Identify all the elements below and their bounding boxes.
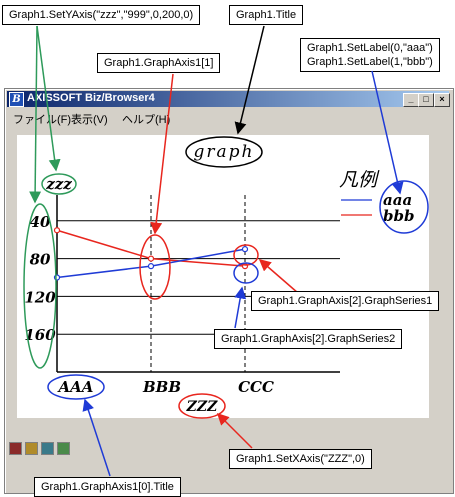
series-point — [241, 246, 249, 253]
status-icon-1[interactable] — [9, 442, 22, 455]
menu-bar: ファイル(F) 表示(V) ヘルプ(H) — [7, 109, 449, 126]
callout-title: Graph1.Title — [229, 5, 304, 25]
legend-highlight — [379, 180, 429, 234]
y-tick-labels-highlight — [23, 203, 57, 369]
x-axis-title: ZZZ — [186, 399, 218, 415]
x-category-label: CCC — [238, 378, 274, 396]
arrow-axis1-0-title — [82, 398, 111, 477]
status-icon-2[interactable] — [25, 442, 38, 455]
legend-title: 凡例 — [339, 169, 380, 191]
callout-set-label-1: Graph1.SetLabel(1,"bbb") — [307, 56, 433, 68]
series2-point-highlight — [233, 262, 259, 284]
graph-title: graph — [194, 142, 255, 162]
arrow-set-label — [371, 70, 404, 195]
x-category-label: BBB — [142, 378, 181, 396]
arrow-y-ticks — [29, 25, 42, 204]
menu-view[interactable]: 表示(V) — [71, 114, 108, 126]
axis1-category-highlight — [139, 234, 171, 300]
y-axis-title-highlight — [41, 173, 77, 195]
arrow-series1 — [258, 259, 299, 294]
callout-axis1-0-title: Graph1.GraphAxis1[0].Title — [34, 477, 181, 497]
series-point — [147, 255, 155, 262]
x-category-aaa-highlight — [47, 374, 105, 400]
status-bar — [7, 441, 449, 455]
close-button[interactable]: × — [434, 93, 450, 107]
maximize-button[interactable]: □ — [418, 93, 434, 107]
arrow-y-axis-title — [36, 25, 61, 172]
y-tick-label: 40 — [30, 213, 51, 231]
graph-canvas[interactable] — [17, 135, 429, 418]
series-point — [147, 263, 155, 270]
callout-series1: Graph1.GraphAxis[2].GraphSeries1 — [251, 291, 440, 311]
legend-label-aaa: aaa — [383, 191, 412, 209]
callout-series2: Graph1.GraphAxis[2].GraphSeries2 — [214, 329, 403, 349]
menu-file[interactable]: ファイル(F) — [13, 114, 72, 126]
legend-label-bbb: bbb — [383, 207, 414, 225]
app-icon: B — [9, 92, 24, 107]
menu-help[interactable]: ヘルプ(H) — [122, 114, 171, 126]
status-icon-3[interactable] — [41, 442, 54, 455]
callout-graph-axis1-1: Graph1.GraphAxis1[1] — [97, 53, 221, 73]
y-tick-label: 120 — [24, 288, 56, 306]
x-category-labels: AAA BBB CCC — [57, 378, 274, 396]
series-point — [53, 227, 61, 234]
callout-set-y-axis: Graph1.SetYAxis("zzz","999",0,200,0) — [2, 5, 201, 25]
x-axis-title-highlight — [178, 393, 226, 419]
arrow-graph-axis1-1 — [150, 73, 174, 235]
window-title: AXISSOFT Biz/Browser4 — [27, 92, 155, 104]
status-icon-4[interactable] — [57, 442, 70, 455]
y-tick-labels: 160 120 80 40 — [24, 213, 56, 344]
callout-set-label: Graph1.SetLabel(0,"aaa") Graph1.SetLabel… — [300, 38, 440, 72]
callout-set-label-0: Graph1.SetLabel(0,"aaa") — [307, 42, 433, 54]
arrow-set-x-axis — [216, 412, 253, 449]
gridlines — [57, 220, 340, 335]
x-category-label: AAA — [57, 378, 94, 396]
y-tick-label: 80 — [30, 251, 51, 269]
y-tick-label: 160 — [24, 326, 56, 344]
graph-title-highlight — [185, 136, 263, 168]
y-axis-title: zzz — [45, 175, 72, 193]
callout-set-x-axis: Graph1.SetXAxis("ZZZ",0) — [229, 449, 372, 469]
arrow-series2 — [234, 286, 247, 329]
series1-point-highlight — [233, 244, 259, 266]
title-bar: B AXISSOFT Biz/Browser4 _ □ × — [7, 91, 450, 107]
arrow-title — [234, 25, 265, 135]
